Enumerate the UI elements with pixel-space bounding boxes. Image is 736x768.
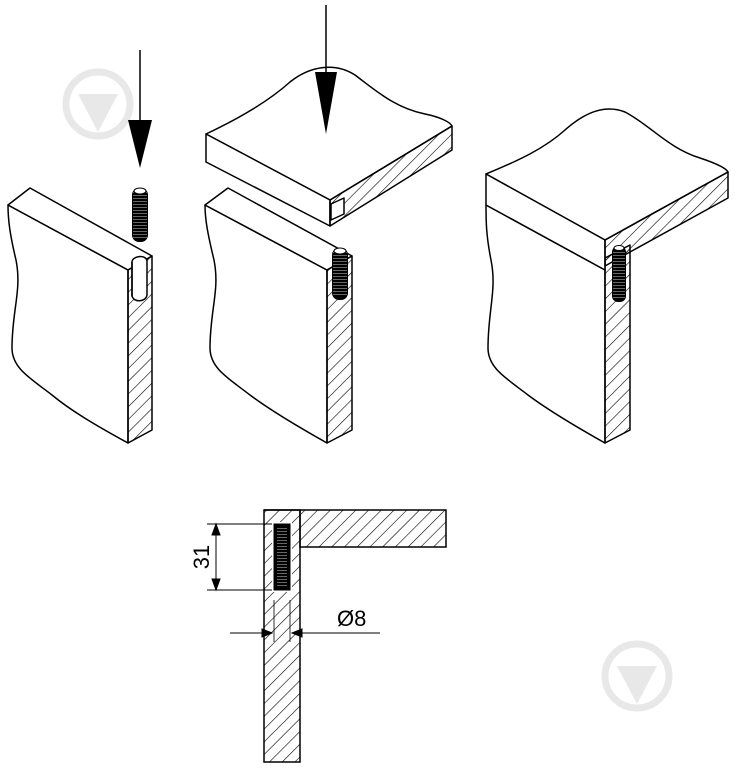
step2-top-board	[205, 66, 453, 227]
arrow-down-icon-step1	[128, 50, 152, 168]
watermark-pin-icon-bottom	[601, 640, 673, 712]
dimension-depth	[207, 522, 272, 592]
step3-assembled-joint	[485, 108, 729, 444]
hole-centerlines	[273, 600, 291, 642]
dimension-diameter-label: Ø8	[337, 606, 366, 631]
dowel-icon-step1	[132, 187, 148, 242]
dimension-diameter	[230, 628, 380, 638]
dowel-icon-section	[273, 523, 291, 591]
watermark-pin-icon-top	[62, 68, 134, 140]
dimension-depth-label: 31	[189, 545, 214, 569]
dowel-icon-step2	[332, 247, 348, 300]
arrow-down-icon-step2	[315, 5, 337, 134]
step1-panel	[7, 187, 153, 444]
dowel-icon-step3	[612, 245, 626, 302]
